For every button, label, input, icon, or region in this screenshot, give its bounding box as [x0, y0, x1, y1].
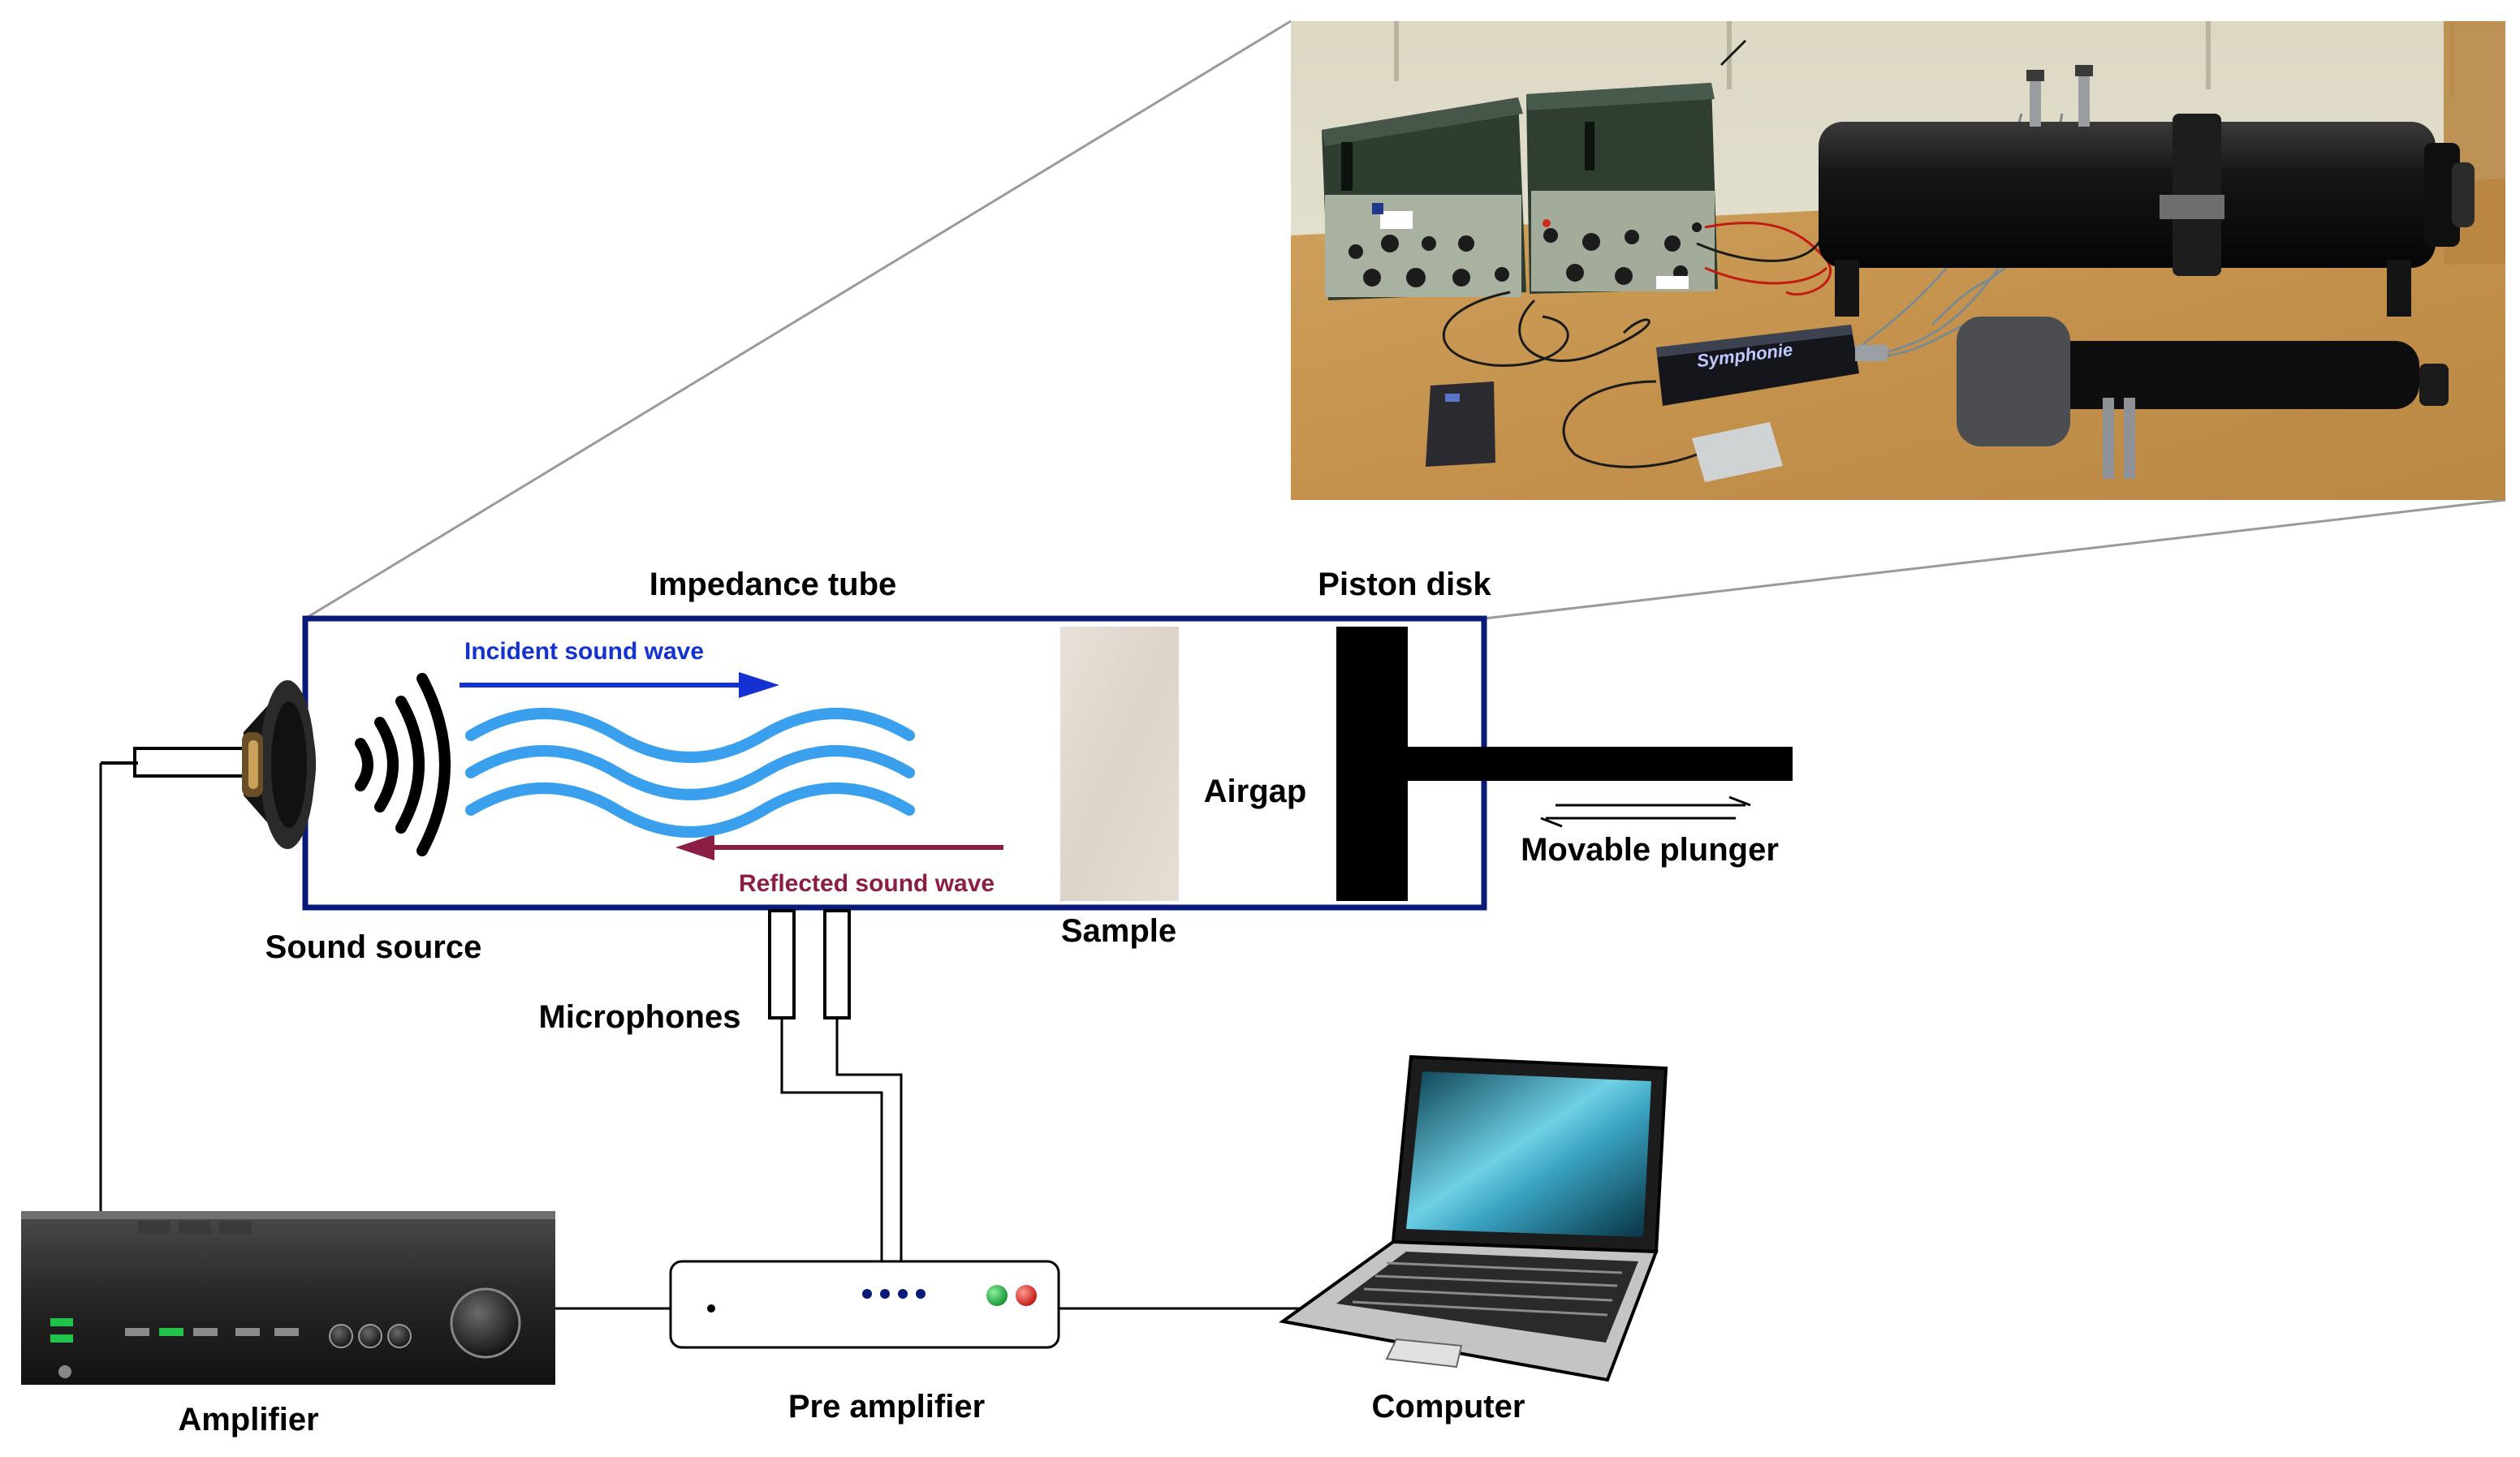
pc-card — [1692, 422, 1783, 482]
sound-emission-icon — [355, 673, 451, 856]
photo-tube — [1819, 65, 2475, 479]
incident-wave-label: Incident sound wave — [464, 638, 704, 665]
amplifier-label: Amplifier — [178, 1402, 318, 1438]
airgap-label: Airgap — [1204, 774, 1307, 809]
sample-label: Sample — [1061, 913, 1176, 949]
pre-amplifier-label: Pre amplifier — [788, 1389, 985, 1425]
diagram-labels: Impedance tube Piston disk Incident soun… — [178, 567, 1779, 1438]
photo-inset: Symphonie — [1291, 21, 2505, 500]
piston-disk-label: Piston disk — [1318, 567, 1491, 602]
movable-plunger-rod — [1408, 747, 1793, 781]
pre-amplifier-icon — [669, 1260, 1060, 1349]
microphones-icon — [768, 909, 851, 1019]
loudspeaker-icon — [101, 680, 316, 849]
analyzer-boxes — [1322, 83, 1718, 300]
sound-source-label: Sound source — [265, 929, 482, 965]
piston-disk — [1336, 627, 1408, 901]
sample-material — [1060, 627, 1179, 901]
remote-device — [1426, 381, 1495, 467]
reflected-wave-label: Reflected sound wave — [739, 870, 995, 897]
wiring — [99, 763, 1304, 1310]
computer-label: Computer — [1372, 1389, 1525, 1425]
sound-waves-icon — [465, 708, 915, 838]
amplifier-icon — [21, 1211, 555, 1385]
zoom-lines — [304, 19, 2506, 620]
movable-plunger-label: Movable plunger — [1521, 832, 1779, 868]
laptop-icon — [1279, 1054, 1668, 1382]
impedance-tube-label: Impedance tube — [649, 567, 897, 602]
symphonie-device: Symphonie — [1656, 325, 1888, 406]
plunger-arrows-icon — [1540, 795, 1751, 828]
microphones-label: Microphones — [539, 999, 741, 1035]
